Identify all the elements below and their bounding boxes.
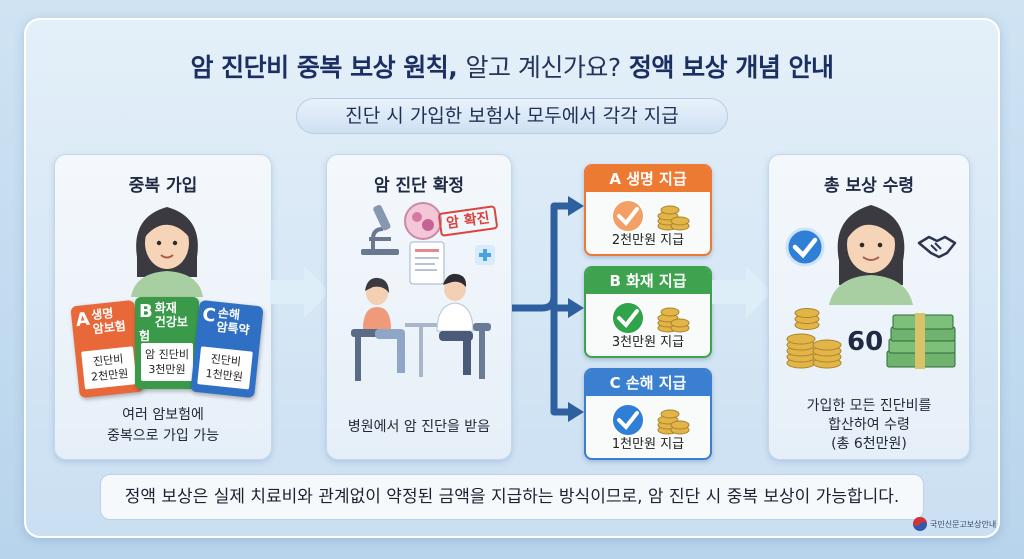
woman-illustration xyxy=(131,207,203,297)
check-badge-icon xyxy=(785,227,825,267)
card-total-reward: 총 보상 수령 60 가입한 모든 진단비를 합산하여 xyxy=(768,154,970,460)
card1-caption: 여러 암보험에 중복으로 가입 가능 xyxy=(107,407,219,444)
card2-caption: 병원에서 암 진단을 받음 xyxy=(347,419,491,435)
check-icon xyxy=(611,199,645,233)
card2-title: 암 진단 확정 xyxy=(373,176,465,196)
document-icon xyxy=(409,241,445,285)
coins-icon xyxy=(657,205,690,231)
logo-text: 국민신문고보상안내 xyxy=(930,520,997,529)
coins-icon xyxy=(657,409,690,435)
payment-card-a: A 생명 지급 2천만원 지급 xyxy=(584,164,712,256)
money-stack-icon xyxy=(886,313,956,369)
microscope-icon xyxy=(361,204,399,255)
title-bold: 암 진단비 중복 보상 원칙, xyxy=(190,53,458,82)
doctor-patient-illustration xyxy=(351,273,491,381)
branch-arrows-icon xyxy=(512,196,584,422)
government-logo-icon xyxy=(913,517,927,531)
diagnosis-stamp: 암 확진 xyxy=(437,205,499,237)
cell-image-icon xyxy=(404,202,442,240)
handshake-icon xyxy=(917,235,957,259)
total-number: 60 xyxy=(847,327,884,357)
footer-note: 정액 보상은 실제 치료비와 관계없이 약정된 금액을 지급하는 방식이므로, … xyxy=(100,474,924,520)
check-icon xyxy=(611,301,645,335)
title-bold-2: 정액 보상 개념 안내 xyxy=(628,53,834,82)
payment-card-b: B 화재 지급 3천만원 지급 xyxy=(584,266,712,358)
title-thin: 알고 계신가요? xyxy=(465,53,621,82)
check-icon xyxy=(611,403,645,437)
medical-cross-icon xyxy=(475,245,495,265)
payment-card-c: C 손해 지급 1천만원 지급 xyxy=(584,368,712,460)
card-cancer-diagnosis: 암 진단 확정 암 확진 병원에 xyxy=(326,154,512,460)
card4-caption: 가입한 모든 진단비를 합산하여 수령 (총 6천만원) xyxy=(806,398,932,452)
arrow-right-icon xyxy=(270,266,330,318)
subtitle-pill: 진단 시 가입한 보험사 모두에서 각각 지급 xyxy=(296,98,728,134)
card1-title: 중복 가입 xyxy=(128,176,198,196)
coin-stacks-icon xyxy=(786,308,842,369)
arrow-right-icon xyxy=(712,266,772,318)
coins-icon xyxy=(657,307,690,333)
woman-illustration xyxy=(829,205,913,305)
card4-title: 총 보상 수령 xyxy=(823,176,915,196)
page-title: 암 진단비 중복 보상 원칙, 알고 계신가요? 정액 보상 개념 안내 xyxy=(0,48,1024,84)
